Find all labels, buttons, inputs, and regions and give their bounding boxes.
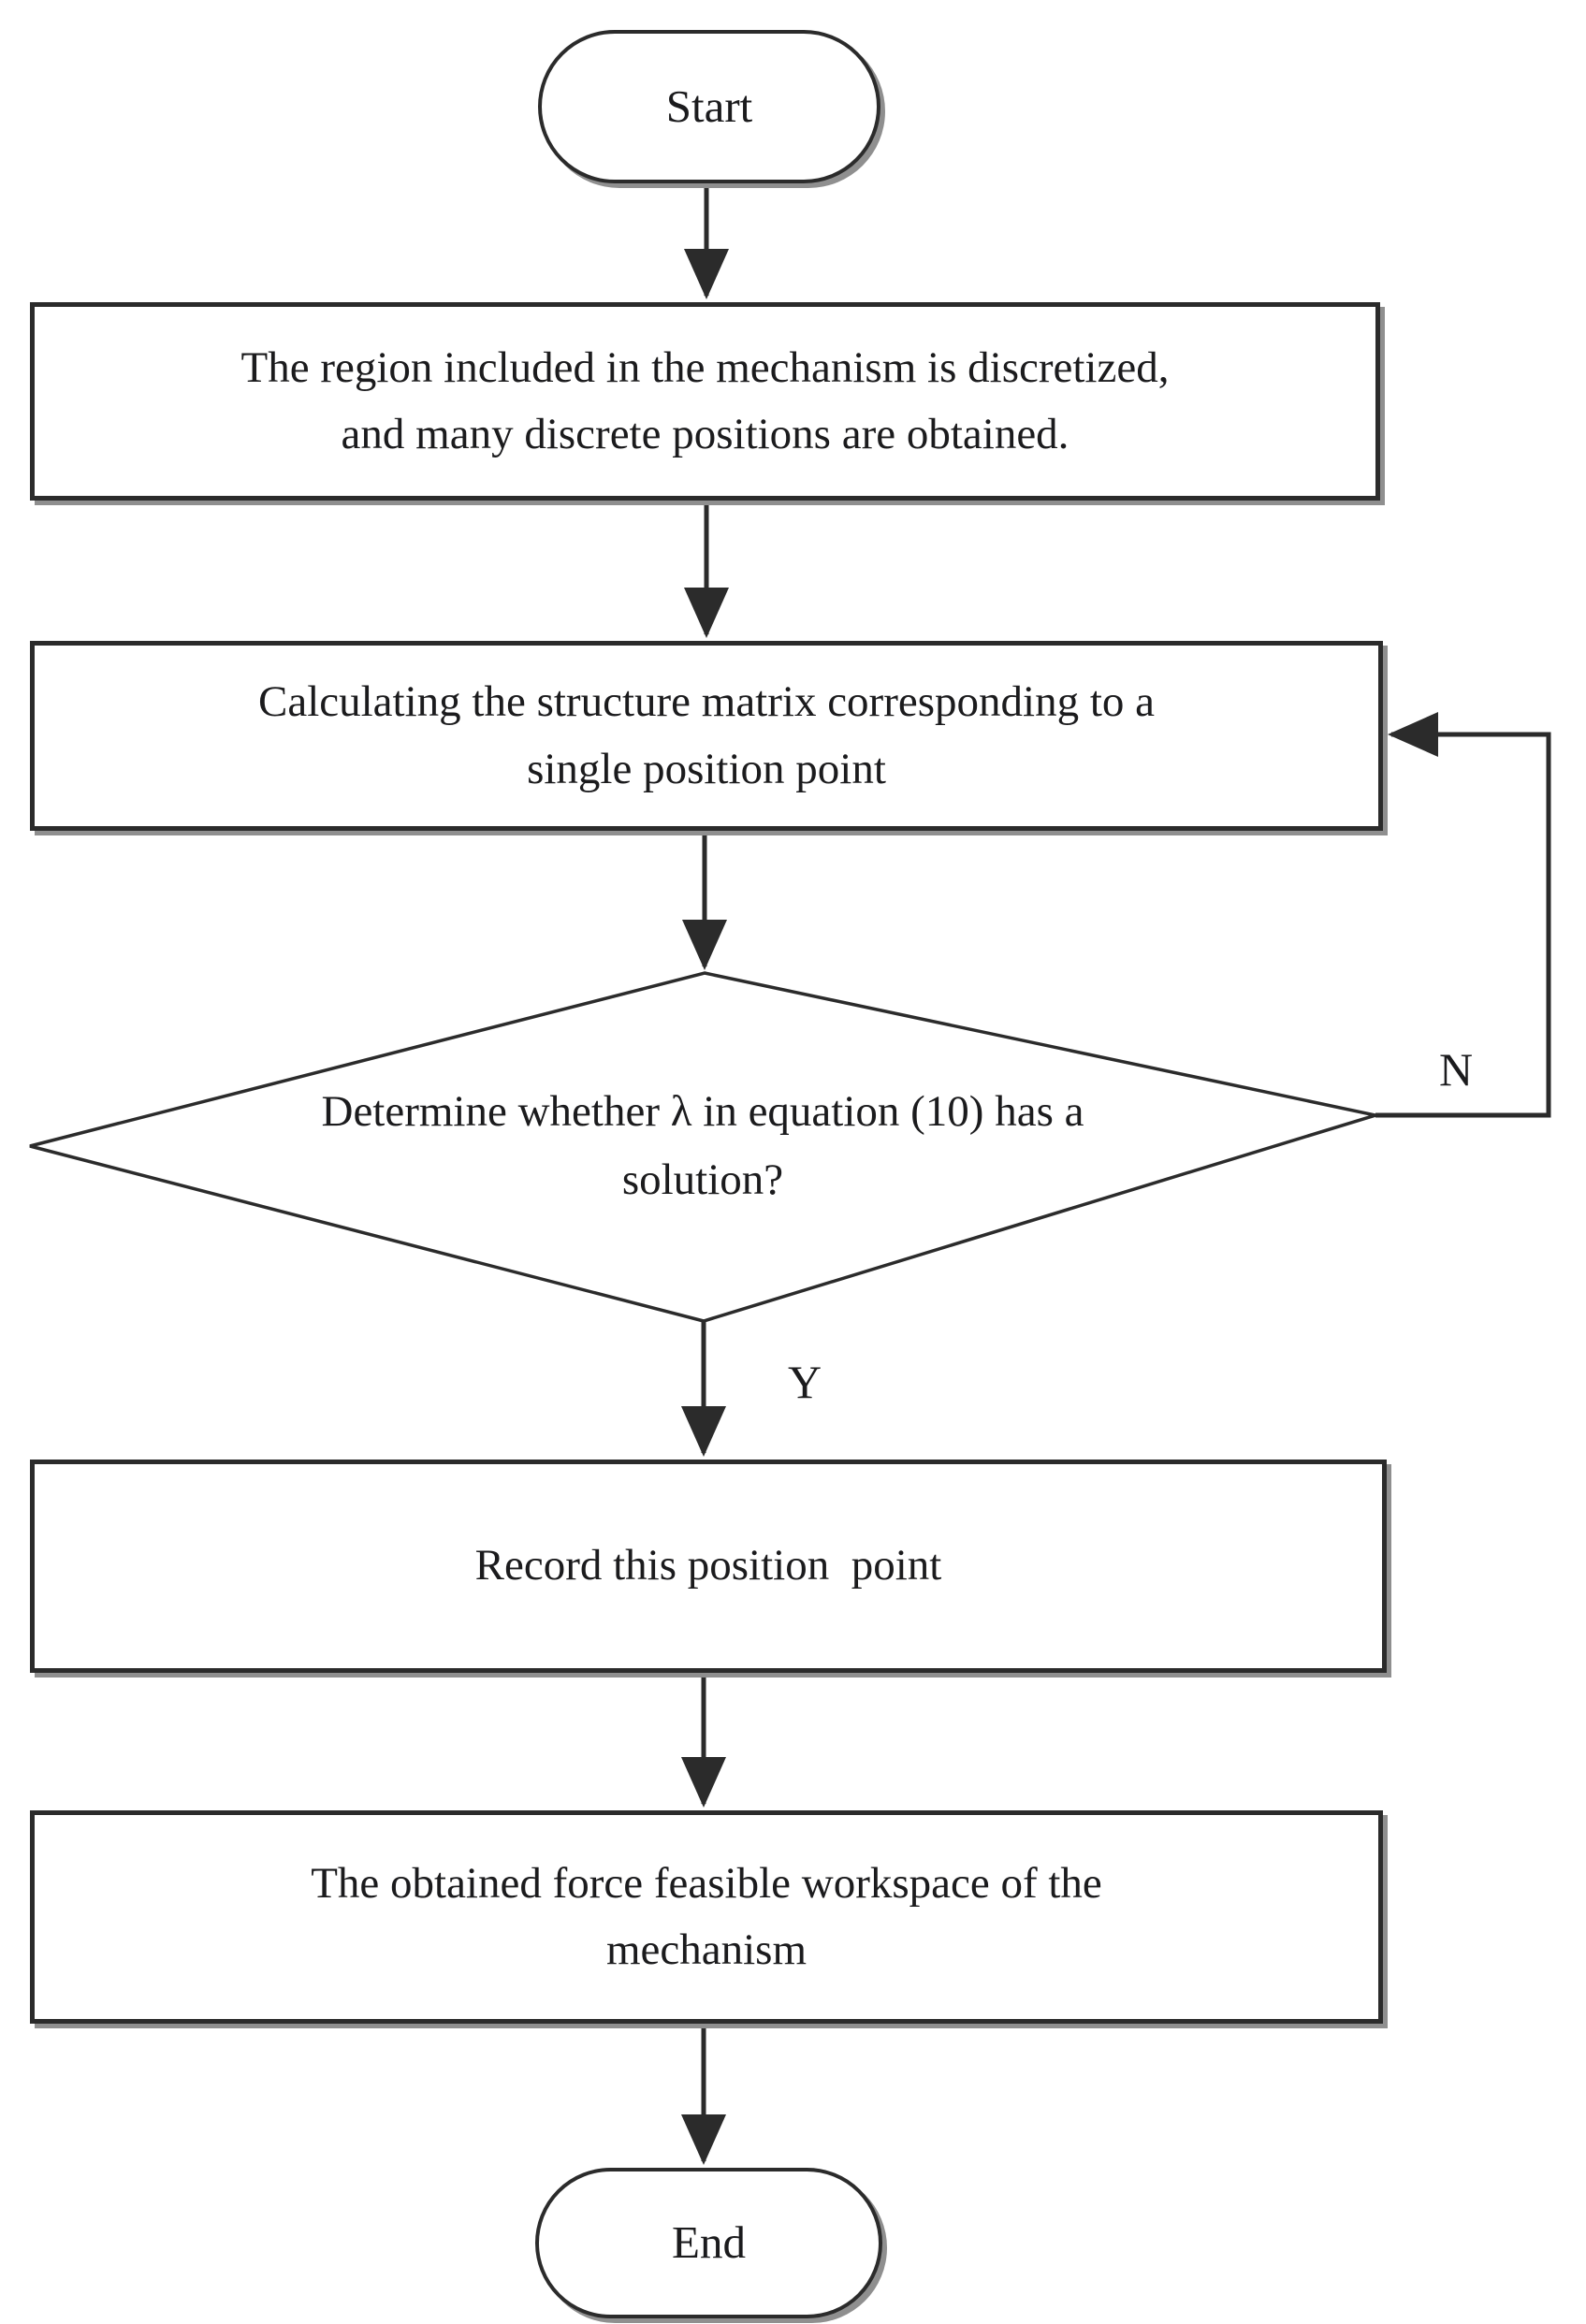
process-calculate-text: single position point (527, 744, 886, 793)
process-workspace-text: The obtained force feasible workspace of… (311, 1858, 1102, 1908)
decision-text-line: Determine whether λ in equation (10) has… (321, 1087, 1084, 1136)
end-node: End (535, 2168, 882, 2318)
process-calculate-node: Calculating the structure matrix corresp… (30, 641, 1383, 831)
process-discretize-node: The region included in the mechanism is … (30, 302, 1380, 501)
process-calculate-text: Calculating the structure matrix corresp… (258, 677, 1155, 727)
end-label: End (672, 2216, 746, 2269)
process-discretize-text: The region included in the mechanism is … (240, 342, 1170, 392)
decision-node-text: Determine whether λ in equation (10) has… (207, 1078, 1199, 1214)
process-discretize-text: and many discrete positions are obtained… (341, 410, 1069, 458)
arrow-decision-no-loop (1375, 712, 1551, 1118)
start-node: Start (538, 30, 880, 183)
process-workspace-text: mechanism (605, 1925, 808, 1974)
start-label: Start (665, 80, 753, 132)
decision-text-line: solution? (621, 1155, 784, 1204)
process-record-node: Record this position point (30, 1460, 1387, 1673)
edge-label-no: N (1439, 1043, 1474, 1096)
edge-label-yes: Y (788, 1356, 822, 1408)
process-record-text: Record this position point (474, 1541, 942, 1590)
process-workspace-node: The obtained force feasible workspace of… (30, 1810, 1383, 2024)
